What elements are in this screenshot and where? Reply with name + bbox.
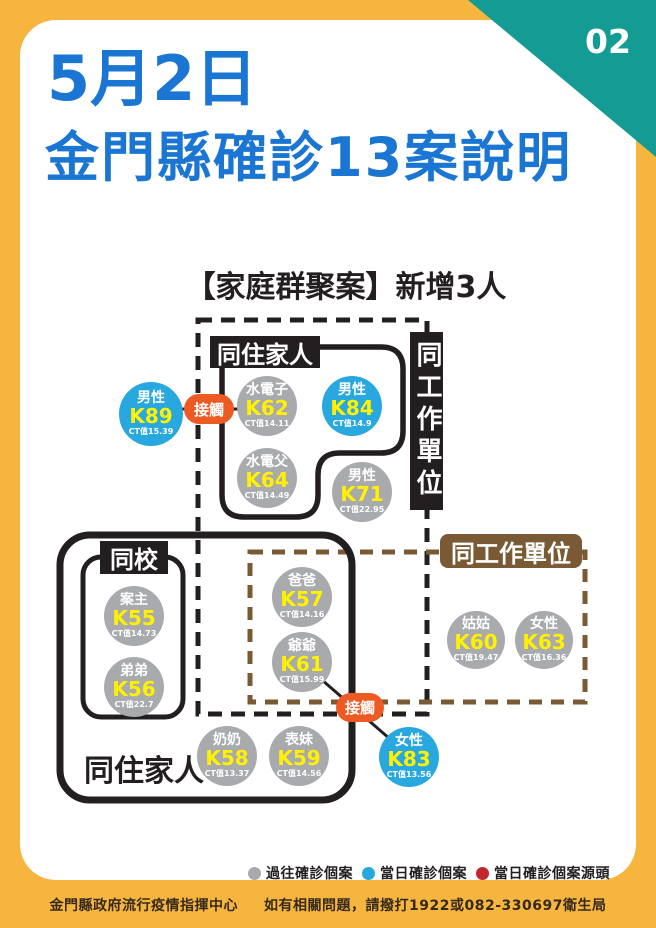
title-date: 5月2日: [47, 42, 258, 115]
case-node-K58: 奶奶 K58 CT值13.37: [197, 726, 257, 786]
cluster-subtitle: 【家庭群聚案】新增3人: [185, 270, 507, 305]
legend-dot-blue-icon: [362, 866, 375, 880]
label-same-school: 同校: [100, 541, 168, 574]
case-node-K61: 爺爺 K61 CT值15.99: [272, 632, 332, 692]
case-node-K55: 案主 K55 CT值14.73: [104, 586, 164, 646]
legend-item-source: 當日確診個案源頭: [476, 863, 610, 883]
label-same-workplace-vertical: 同工作單位: [410, 332, 443, 510]
case-node-K63: 女性 K63 CT值16.36: [515, 611, 573, 669]
legend-dot-gray-icon: [248, 866, 261, 880]
legend-dot-red-icon: [476, 866, 489, 880]
case-node-K56: 弟弟 K56 CT值22.7: [104, 657, 164, 717]
label-cohabit-family-top: 同住家人: [210, 336, 320, 369]
case-node-K89: 男性 K89 CT值15.39: [119, 382, 183, 446]
label-same-workplace-brown: 同工作單位: [440, 534, 582, 568]
legend-item-past: 過往確診個案: [248, 863, 353, 883]
case-node-K57: 爸爸 K57 CT值14.16: [272, 567, 332, 627]
page-title: 金門縣確診13案說明: [45, 126, 573, 189]
footer-contact-info: 如有相關問題，請撥打1922或082-330697衛生局: [264, 898, 607, 914]
case-node-K83: 女性 K83 CT值13.56: [379, 727, 439, 787]
page-number: 02: [585, 22, 631, 61]
contact-pill-2: 接觸: [336, 693, 384, 722]
case-node-K84: 男性 K84 CT值14.9: [322, 376, 382, 436]
case-node-K60: 姑姑 K60 CT值19.47: [447, 611, 505, 669]
footer-org: 金門縣政府流行疫情指揮中心: [49, 898, 239, 914]
legend: 過往確診個案 當日確診個案 當日確診個案源頭: [248, 863, 610, 883]
label-cohabit-family-bottom: 同住家人: [84, 754, 204, 789]
case-node-K59: 表妹 K59 CT值14.56: [269, 726, 329, 786]
contact-pill-1: 接觸: [184, 394, 234, 424]
case-node-K62: 水電子 K62 CT值14.11: [237, 376, 297, 436]
legend-item-today: 當日確診個案: [362, 863, 467, 883]
footer: 金門縣政府流行疫情指揮中心 如有相關問題，請撥打1922或082-330697衛…: [0, 895, 656, 915]
case-node-K64: 水電父 K64 CT值14.49: [237, 448, 297, 508]
case-node-K71: 男性 K71 CT值22.95: [332, 462, 392, 522]
